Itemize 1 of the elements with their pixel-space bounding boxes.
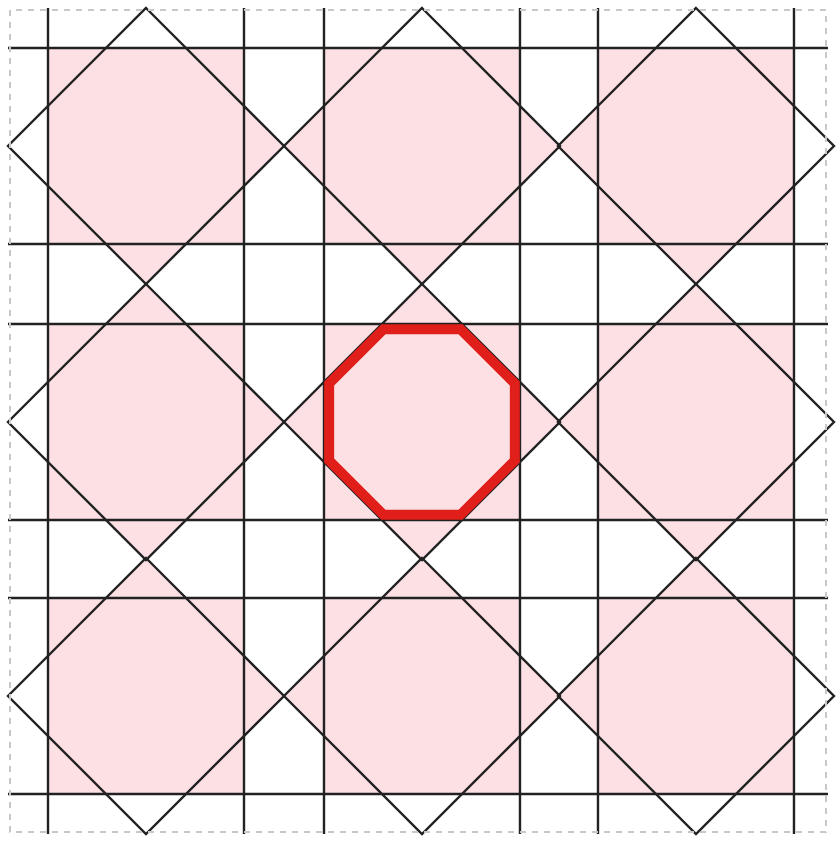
octagon [324,324,520,520]
